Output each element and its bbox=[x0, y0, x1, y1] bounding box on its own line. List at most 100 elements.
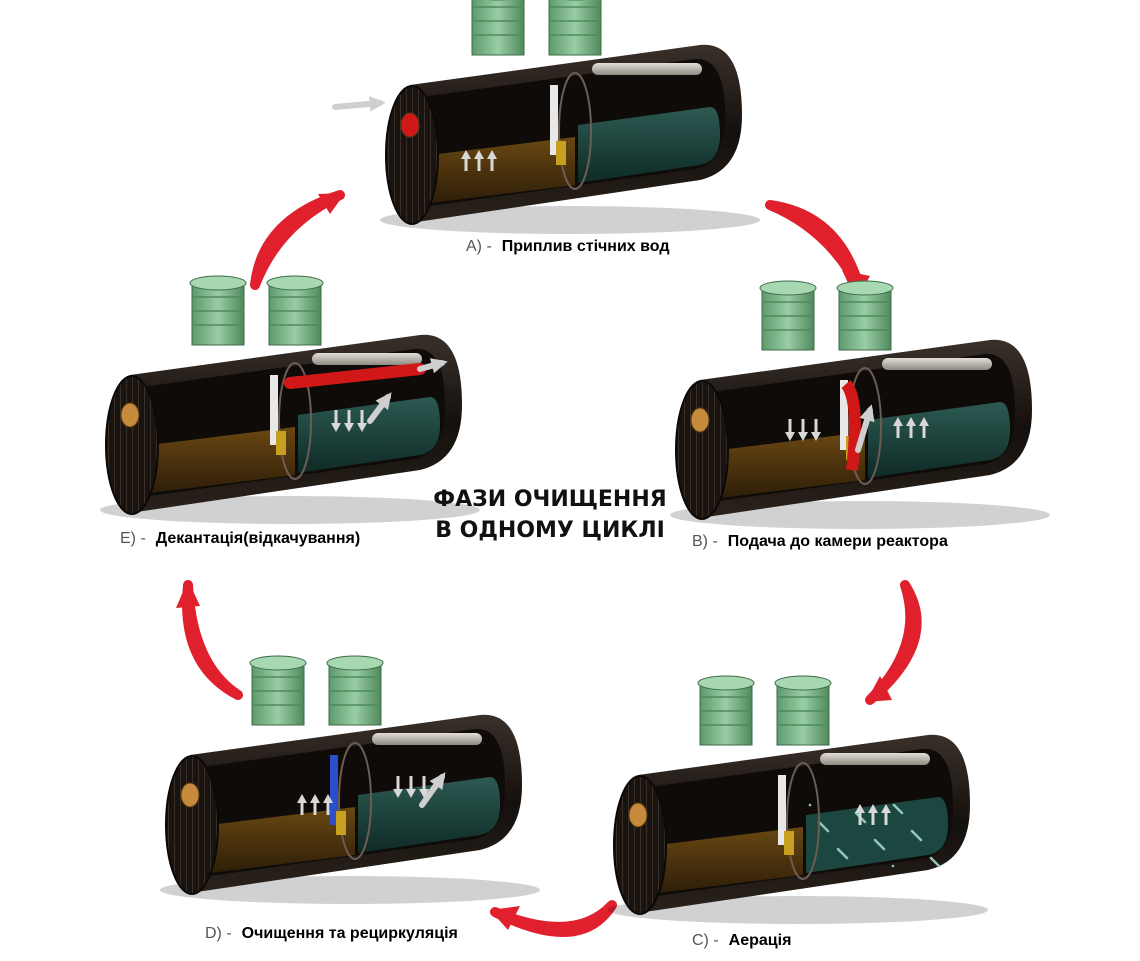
tank-phase-c-up-arrows-0-head bbox=[855, 804, 865, 813]
tank-phase-a-riser-left bbox=[471, 0, 525, 56]
tank-phase-e-down-arrows-0-head bbox=[357, 423, 367, 432]
cycle-arrow-c-to-d-head bbox=[490, 906, 520, 930]
caption-phase-e-letter: E) - bbox=[120, 530, 146, 547]
tank-phase-d-riser-left-lid bbox=[249, 655, 307, 671]
caption-phase-c: C) - Аерація bbox=[692, 932, 791, 950]
tank-phase-e bbox=[100, 275, 480, 524]
tank-phase-a-reactor-water bbox=[578, 107, 720, 183]
cycle-arrow-e-to-a-head bbox=[318, 193, 345, 214]
tank-phase-a-end-cap bbox=[385, 85, 439, 225]
tank-phase-e-pump-base bbox=[276, 431, 286, 455]
tank-phase-a-up-arrows-0-head bbox=[474, 150, 484, 159]
caption-phase-d: D) - Очищення та рециркуляція bbox=[205, 925, 458, 943]
tank-phase-e-pump bbox=[270, 375, 278, 445]
tank-phase-a-top-pipe bbox=[592, 63, 702, 75]
cycle-arrow-b-to-c bbox=[865, 580, 922, 705]
cycle-arrow-d-to-e bbox=[176, 580, 243, 700]
caption-phase-a-label: Приплив стічних вод bbox=[501, 238, 670, 255]
tank-phase-c-sludge bbox=[658, 827, 803, 893]
tank-phase-c-end-cap bbox=[613, 775, 667, 915]
tank-phase-b-up-arrows-0-head bbox=[893, 417, 903, 426]
tank-phase-b-end-cap bbox=[675, 380, 729, 520]
tank-phase-c-riser-right-lid bbox=[774, 675, 832, 691]
caption-phase-e-label: Декантація(відкачування) bbox=[155, 530, 361, 547]
tank-phase-b-sludge bbox=[720, 432, 865, 498]
tank-phase-b-feed-pipe bbox=[841, 380, 861, 471]
tank-phase-d-pump bbox=[330, 755, 338, 825]
tank-phase-d-down-arrows-0-head bbox=[419, 789, 429, 798]
caption-phase-a-letter: A) - bbox=[466, 238, 492, 255]
tank-phase-c-up-arrows-0-head bbox=[881, 804, 891, 813]
tank-phase-a-pump bbox=[550, 85, 558, 155]
tank-phase-b-up-arrows-0-head bbox=[906, 417, 916, 426]
tank-phase-d-riser-right-lid bbox=[326, 655, 384, 671]
tank-phase-b-inlet-pipe bbox=[690, 407, 710, 433]
tank-phase-e-partition bbox=[278, 362, 312, 480]
center-title-line1: ФАЗИ ОЧИЩЕННЯ bbox=[433, 487, 667, 512]
tank-phase-b-pump bbox=[840, 380, 848, 450]
tank-phase-d-up-arrows-0-head bbox=[297, 794, 307, 803]
cycle-arrow-d-to-e-head bbox=[176, 580, 200, 608]
tank-phase-d-pump-base bbox=[336, 811, 346, 835]
tank-phase-d-riser-right bbox=[328, 662, 382, 726]
cycle-arrow-e-to-a bbox=[250, 190, 345, 290]
tank-phase-d-inlet-pipe bbox=[180, 782, 200, 808]
cycle-arrow-c-to-d bbox=[490, 900, 617, 937]
caption-phase-a: A) - Приплив стічних вод bbox=[466, 238, 670, 256]
tank-phase-e-flow-arrow-0-head bbox=[375, 392, 392, 410]
tank-phase-b-up-arrows-0-head bbox=[919, 417, 929, 426]
tank-phase-d-flow-arrow-0-head bbox=[429, 772, 446, 790]
tank-phase-c-bubble bbox=[892, 803, 896, 807]
tank-phase-a-inlet-pipe bbox=[400, 112, 420, 138]
tank-phase-c-top-pipe bbox=[820, 753, 930, 765]
tank-phase-c-partition bbox=[786, 762, 820, 880]
tank-phase-c-riser-left bbox=[699, 682, 753, 746]
caption-phase-b: B) - Подача до камери реактора bbox=[692, 533, 948, 551]
tank-phase-b bbox=[670, 280, 1050, 529]
cycle-arrow-b-to-c-head bbox=[866, 676, 892, 702]
tank-phase-c-riser-right bbox=[776, 682, 830, 746]
tank-phase-c-bubble bbox=[836, 847, 840, 851]
tank-phase-a bbox=[332, 0, 760, 234]
center-title-line2: В ОДНОМУ ЦИКЛІ bbox=[435, 518, 665, 543]
tank-phase-e-inlet-pipe bbox=[120, 402, 140, 428]
caption-phase-d-label: Очищення та рециркуляція bbox=[241, 925, 458, 942]
tank-phase-e-outlet-arrow-head bbox=[429, 358, 448, 374]
tank-phase-d-partition bbox=[338, 742, 372, 860]
caption-phase-c-label: Аерація bbox=[728, 932, 792, 949]
tank-phase-c-pump-base bbox=[784, 831, 794, 855]
tank-phase-c-inlet-pipe bbox=[628, 802, 648, 828]
tank-phase-a-up-arrows-0-head bbox=[461, 150, 471, 159]
tank-phase-a-pump-base bbox=[556, 141, 566, 165]
tank-phase-d-sludge bbox=[210, 807, 355, 873]
tank-phase-c-riser-left-lid bbox=[697, 675, 755, 691]
tank-phase-d-up-arrows-0-head bbox=[310, 794, 320, 803]
tank-phase-d-down-arrows-0-head bbox=[406, 789, 416, 798]
tank-phase-b-riser-right-lid bbox=[836, 280, 894, 296]
caption-phase-e: E) - Декантація(відкачування) bbox=[120, 530, 360, 548]
tank-phase-d-riser-left bbox=[251, 662, 305, 726]
caption-phase-c-letter: C) - bbox=[692, 932, 719, 949]
tank-phase-c-bubble bbox=[808, 803, 812, 807]
tank-phase-c-bubble bbox=[929, 856, 933, 860]
tank-phase-e-reactor-water bbox=[298, 397, 440, 473]
tank-phase-d bbox=[160, 655, 540, 904]
tank-phase-b-top-pipe bbox=[882, 358, 992, 370]
tank-phase-a-inlet-arrow-head bbox=[368, 96, 386, 112]
tank-phase-b-riser-left-lid bbox=[759, 280, 817, 296]
caption-phase-b-label: Подача до камери реактора bbox=[727, 533, 948, 550]
caption-phase-d-letter: D) - bbox=[205, 925, 232, 942]
tank-phase-c-bubble bbox=[891, 864, 895, 868]
tank-phase-d-top-pipe bbox=[372, 733, 482, 745]
tank-phase-b-flow-arrow-0-head bbox=[859, 404, 875, 423]
tank-phase-b-reactor-water bbox=[868, 402, 1010, 478]
tank-phase-b-down-arrows-0-head bbox=[811, 432, 821, 441]
tank-phase-e-top-pipe bbox=[312, 353, 422, 365]
tank-phase-d-end-cap bbox=[165, 755, 219, 895]
caption-phase-b-letter: B) - bbox=[692, 533, 718, 550]
tank-phase-c-bubble bbox=[873, 838, 877, 842]
tank-phase-b-down-arrows-0-head bbox=[785, 432, 795, 441]
tank-phase-b-riser-left bbox=[761, 287, 815, 351]
tank-phase-d-reactor-water bbox=[358, 777, 500, 853]
